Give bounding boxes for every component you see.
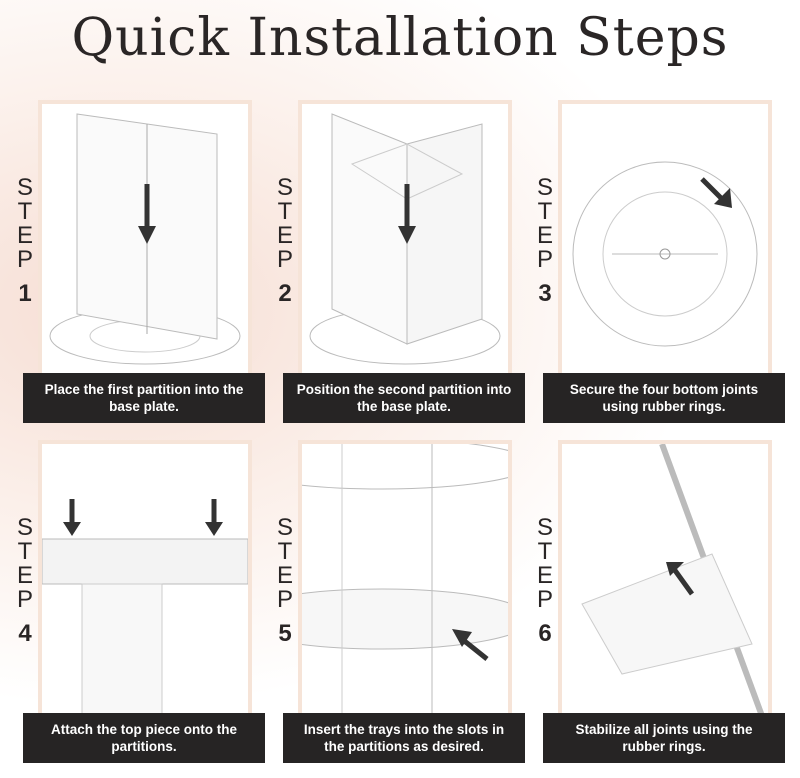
- step-number: 5: [278, 620, 292, 647]
- step-caption: Stabilize all joints using the rubber ri…: [543, 713, 785, 763]
- step-caption: Insert the trays into the slots in the p…: [283, 713, 525, 763]
- page-title: Quick Installation Steps: [71, 8, 729, 68]
- step-letter: S: [536, 174, 553, 201]
- step-5-image: [298, 440, 512, 720]
- step-number: 6: [538, 620, 552, 647]
- step-letter: T: [537, 198, 553, 225]
- assembly-illustration: [302, 444, 508, 716]
- step-number: 1: [18, 280, 32, 307]
- step-letter: T: [277, 538, 293, 565]
- step-letter: S: [16, 174, 33, 201]
- step-letter: S: [16, 514, 33, 541]
- step-6-image: [558, 440, 772, 720]
- step-letter: P: [276, 586, 293, 613]
- step-letter: P: [16, 246, 33, 273]
- assembly-illustration: [309, 113, 501, 365]
- step-letter: T: [17, 538, 33, 565]
- step-letter: P: [536, 586, 553, 613]
- assembly-illustration: [581, 444, 765, 716]
- step-letter: T: [537, 538, 553, 565]
- step-2-image: [298, 100, 512, 380]
- step-letter: S: [536, 514, 553, 541]
- step-number: 2: [278, 280, 292, 307]
- step-caption: Place the first partition into the base …: [23, 373, 265, 423]
- step-letter: S: [276, 174, 293, 201]
- step-letter: E: [16, 562, 33, 589]
- step-number: 3: [538, 280, 552, 307]
- step-3-image: [558, 100, 772, 380]
- step-letter: T: [277, 198, 293, 225]
- assembly-illustration: [572, 161, 758, 347]
- step-caption: Secure the four bottom joints using rubb…: [543, 373, 785, 423]
- step-letter: E: [276, 562, 293, 589]
- step-letter: E: [536, 222, 553, 249]
- step-number: 4: [18, 620, 32, 647]
- step-letter: P: [536, 246, 553, 273]
- step-letter: E: [16, 222, 33, 249]
- step-caption: Position the second partition into the b…: [283, 373, 525, 423]
- assembly-illustration: [42, 499, 248, 716]
- step-4-image: [38, 440, 252, 720]
- step-letter: T: [17, 198, 33, 225]
- assembly-illustration: [49, 113, 241, 365]
- step-letter: P: [16, 586, 33, 613]
- step-caption: Attach the top piece onto the partitions…: [23, 713, 265, 763]
- step-letter: E: [276, 222, 293, 249]
- step-1-image: [38, 100, 252, 380]
- step-letter: P: [276, 246, 293, 273]
- step-letter: S: [276, 514, 293, 541]
- step-letter: E: [536, 562, 553, 589]
